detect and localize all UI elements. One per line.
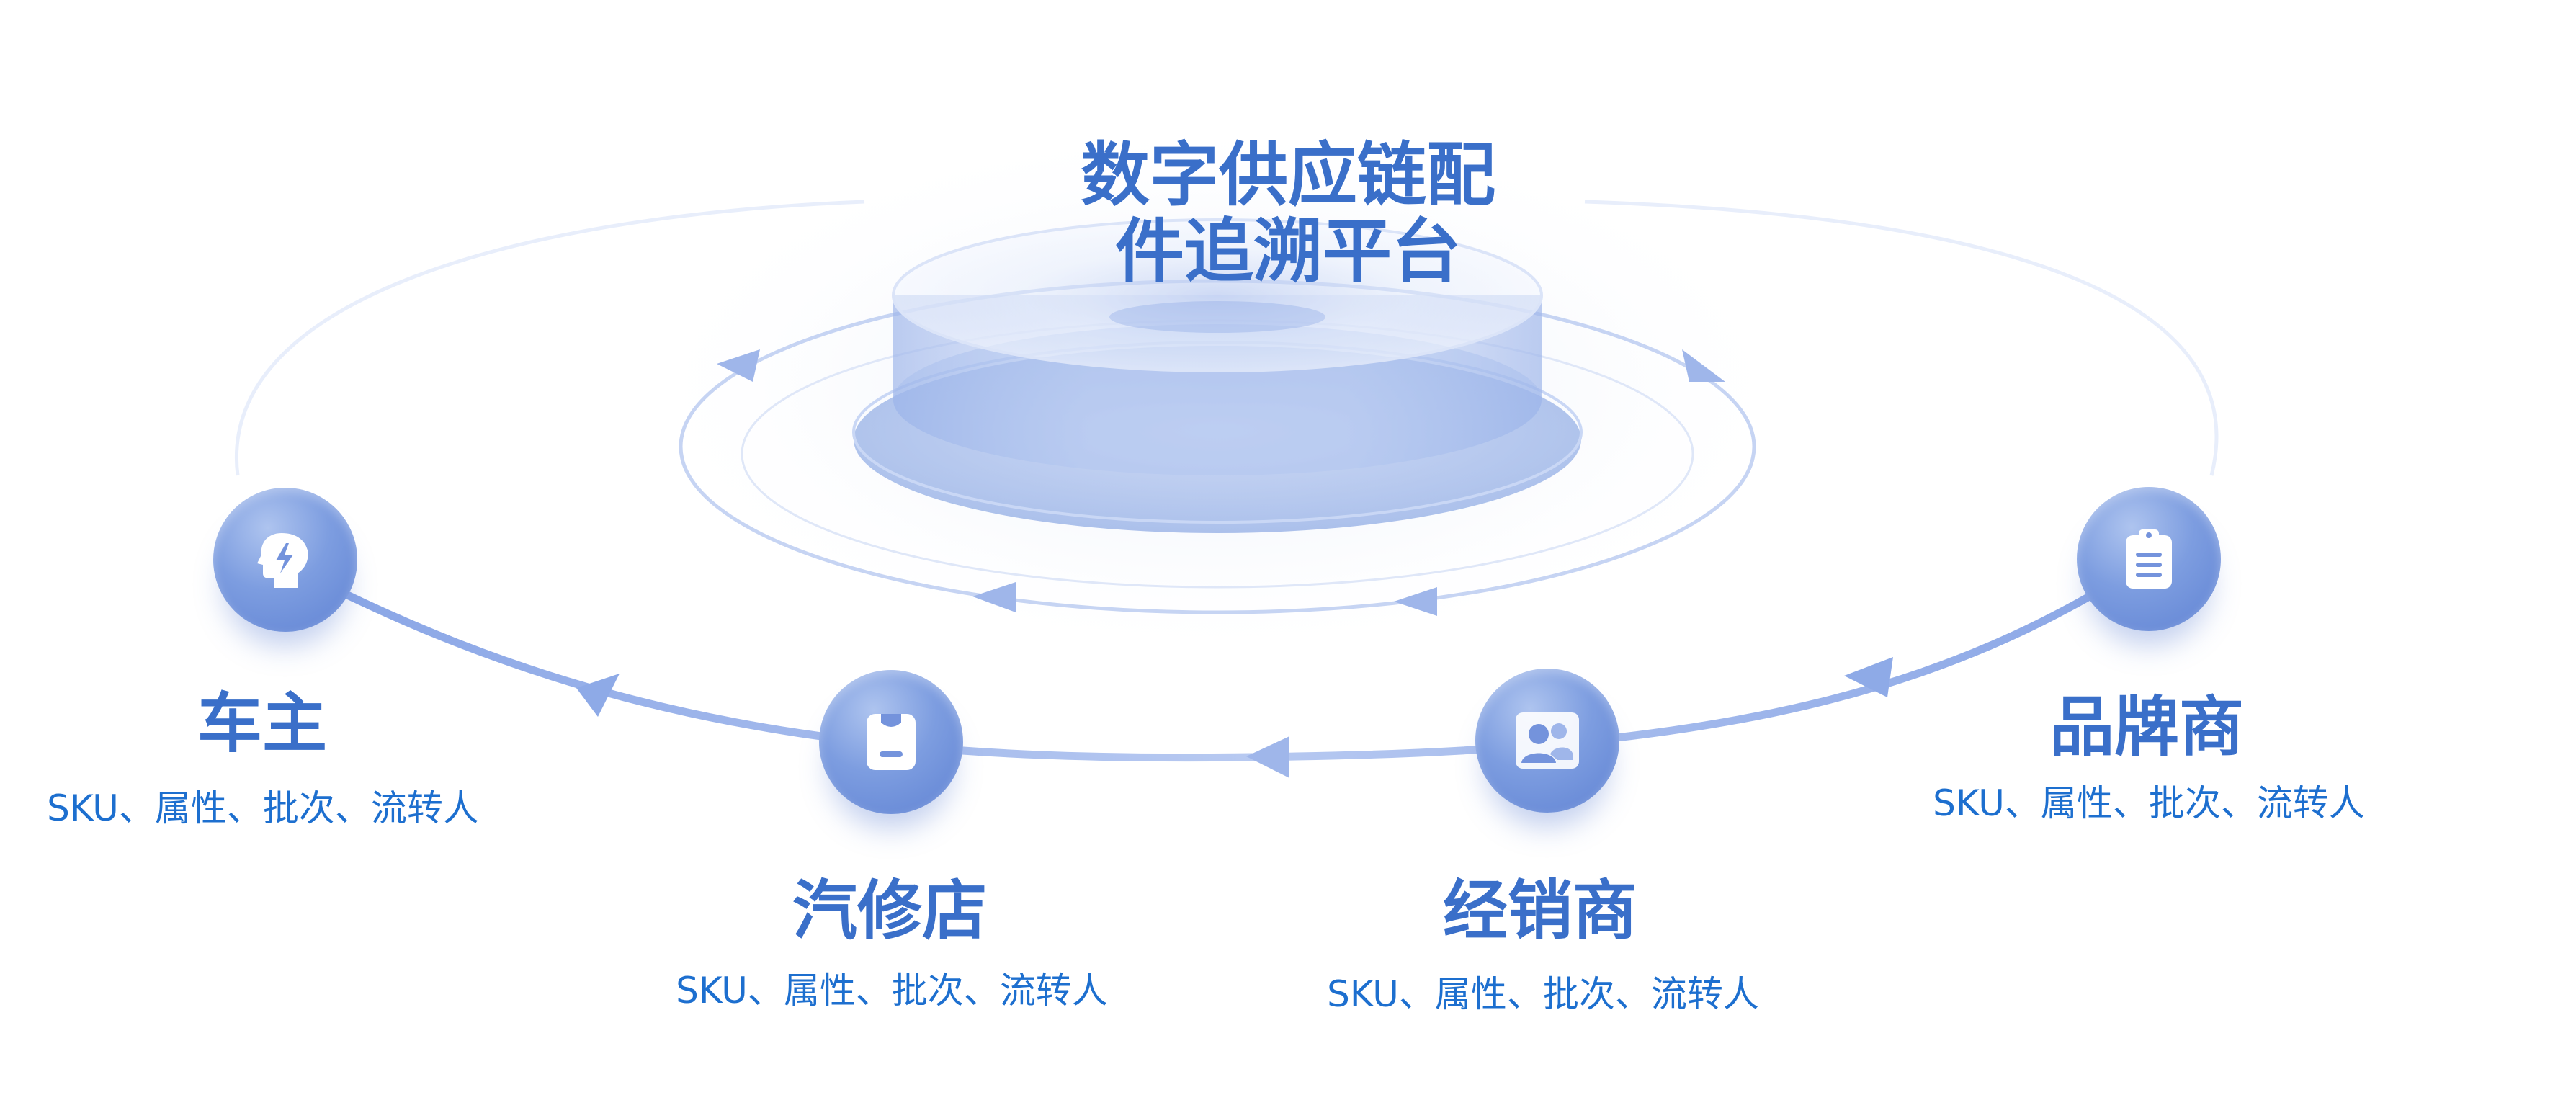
node-car-owner	[213, 488, 357, 632]
head-lightning-icon	[257, 533, 308, 588]
platform-title-line2: 件追溯平台	[1115, 211, 1461, 292]
node-repair-shop	[819, 670, 963, 814]
clipboard-badge-icon	[867, 714, 916, 770]
outer-orbit-upper	[234, 200, 2219, 476]
node-label-brand-owner: 品牌商	[2049, 689, 2244, 765]
orbit-arrow	[1682, 349, 1725, 382]
platform-title: 数字供应链配 件追溯平台	[856, 137, 1720, 290]
node-label-car-owner: 车主	[197, 686, 327, 761]
orbit-arrow	[1394, 587, 1437, 616]
users-icon	[1516, 712, 1579, 769]
node-desc-car-owner: SKU、属性、批次、流转人	[47, 787, 479, 829]
platform-title-line1: 数字供应链配	[1081, 135, 1495, 215]
node-label-repair-shop: 汽修店	[792, 873, 987, 949]
flow-arrow	[576, 674, 620, 717]
orbit-arrow	[972, 582, 1016, 612]
platform-top	[892, 218, 1543, 372]
node-desc-repair-shop: SKU、属性、批次、流转人	[676, 970, 1108, 1011]
node-brand-owner	[2077, 487, 2221, 631]
orbit-arrow	[717, 349, 760, 382]
flow-arrow	[1844, 657, 1893, 697]
node-desc-brand-owner: SKU、属性、批次、流转人	[1933, 782, 2365, 824]
flow-path	[334, 558, 2151, 762]
node-dealer	[1475, 669, 1619, 813]
node-label-dealer: 经销商	[1443, 873, 1637, 949]
flow-arrow	[1246, 736, 1289, 778]
node-desc-dealer: SKU、属性、批次、流转人	[1327, 973, 1759, 1015]
document-icon	[2126, 529, 2172, 589]
